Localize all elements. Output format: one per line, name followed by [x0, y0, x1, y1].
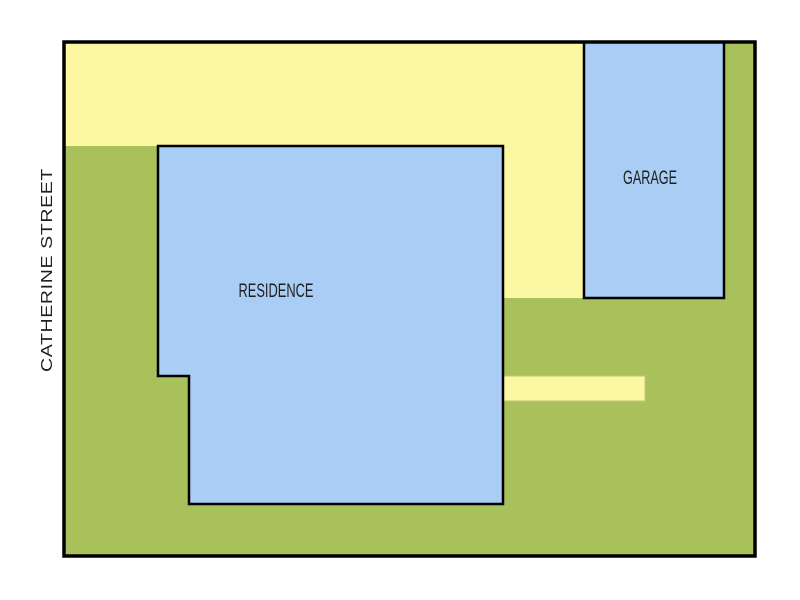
garage-label: GARAGE: [623, 168, 677, 189]
driveway-area: [64, 42, 584, 298]
garage-building: [582, 40, 726, 300]
walkway-path: [502, 375, 646, 402]
lot-boundary: [62, 40, 757, 558]
residence-building: [156, 144, 505, 506]
street-label: CATHERINE STREET: [39, 168, 56, 372]
residence-label: RESIDENCE: [239, 281, 314, 302]
